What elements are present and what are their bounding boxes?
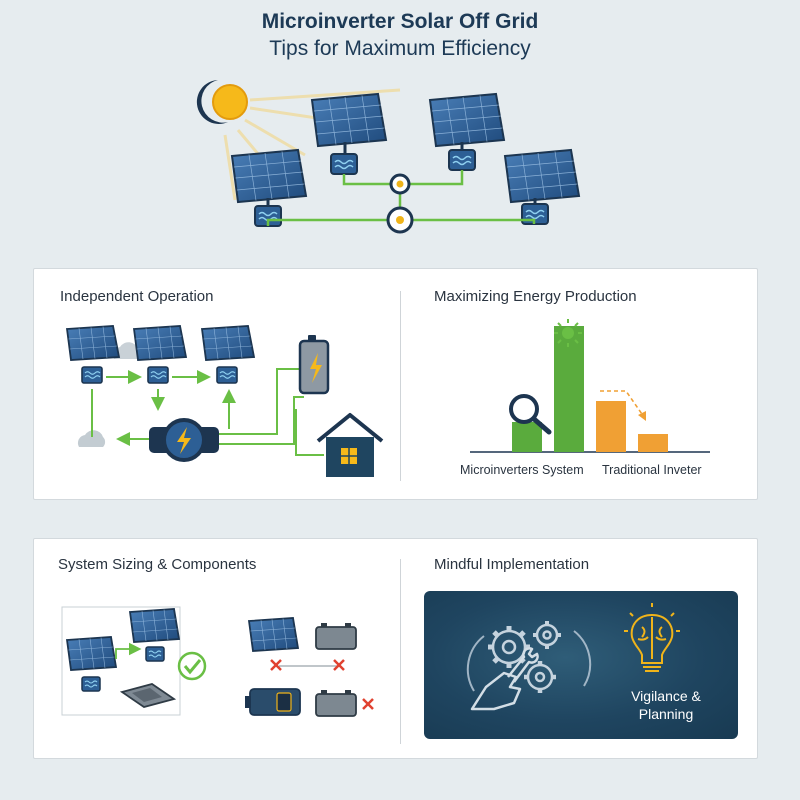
mindful-illustration — [466, 603, 680, 711]
sizing-diagram — [61, 606, 374, 717]
sun-rays — [223, 88, 401, 201]
inverter-box-icon — [245, 688, 301, 716]
chart-bar — [596, 401, 626, 452]
cross-icon — [270, 659, 282, 671]
card-top: Independent Operation Maximizing Energy … — [33, 268, 758, 500]
energy-bar-chart — [470, 319, 710, 453]
battery-icon — [298, 335, 330, 395]
vigilance-caption-line2: Planning — [638, 706, 694, 722]
sun-icon — [212, 84, 248, 120]
chart-bar — [638, 434, 668, 452]
section-title-sizing: System Sizing & Components — [58, 556, 257, 573]
house-icon — [316, 413, 384, 477]
page-title: Microinverter Solar Off Grid — [261, 10, 539, 33]
solar-panel-icon — [231, 149, 307, 203]
gear-icon — [533, 621, 561, 649]
battery-icon — [315, 689, 357, 717]
solar-panel-icon — [504, 149, 580, 203]
solar-panel-icon — [429, 93, 505, 147]
sun-icon — [554, 319, 582, 347]
page-subtitle: Tips for Maximum Efficiency — [269, 37, 531, 60]
chart-bar — [512, 422, 542, 452]
section-title-mindful: Mindful Implementation — [434, 556, 590, 573]
label-microinverters-system: Microinverters System — [460, 463, 584, 477]
solar-panel-icon — [129, 608, 180, 643]
cross-icon — [333, 659, 345, 671]
solar-panel-icon — [311, 93, 387, 147]
section-title-independent: Independent Operation — [60, 288, 214, 305]
microinverter-icon — [145, 646, 165, 662]
solar-panel-icon — [248, 617, 299, 652]
microinverter-icon — [81, 676, 101, 692]
independent-operation-diagram — [66, 325, 384, 477]
central-inverter-icon — [149, 418, 219, 462]
card-bottom: System Sizing & Components Mindful Imple… — [33, 538, 758, 759]
section-title-energy: Maximizing Energy Production — [434, 288, 637, 305]
mindful-panel — [424, 591, 738, 739]
card-divider — [400, 559, 401, 744]
vigilance-caption-line1: Vigilance & — [631, 688, 701, 704]
cloud-icon — [112, 342, 141, 359]
battery-icon — [315, 622, 357, 650]
check-icon — [177, 651, 207, 681]
magnifier-icon — [509, 394, 552, 435]
label-traditional-inverter: Traditional Inveter — [602, 463, 702, 477]
charge-controller-icon — [119, 683, 177, 708]
gear-icon — [524, 661, 556, 693]
microinverter-icon — [448, 149, 476, 171]
gear-icon — [488, 626, 530, 668]
brain-bulb-icon — [624, 603, 680, 672]
cross-icon — [362, 698, 374, 710]
hand-wrench-icon — [470, 647, 539, 711]
vigilance-caption: Vigilance & Planning — [606, 687, 726, 723]
card-divider — [400, 291, 401, 481]
cloud-icon — [77, 430, 106, 447]
solar-panel-icon — [66, 636, 117, 671]
moon-icon — [196, 80, 228, 124]
hero-illustration — [196, 80, 580, 234]
microinverter-icon — [330, 153, 358, 175]
